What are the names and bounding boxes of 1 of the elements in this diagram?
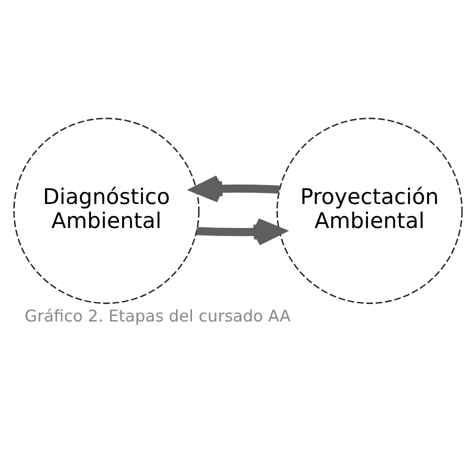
caption: Gráfico 2. Etapas del cursado AA <box>24 306 291 326</box>
